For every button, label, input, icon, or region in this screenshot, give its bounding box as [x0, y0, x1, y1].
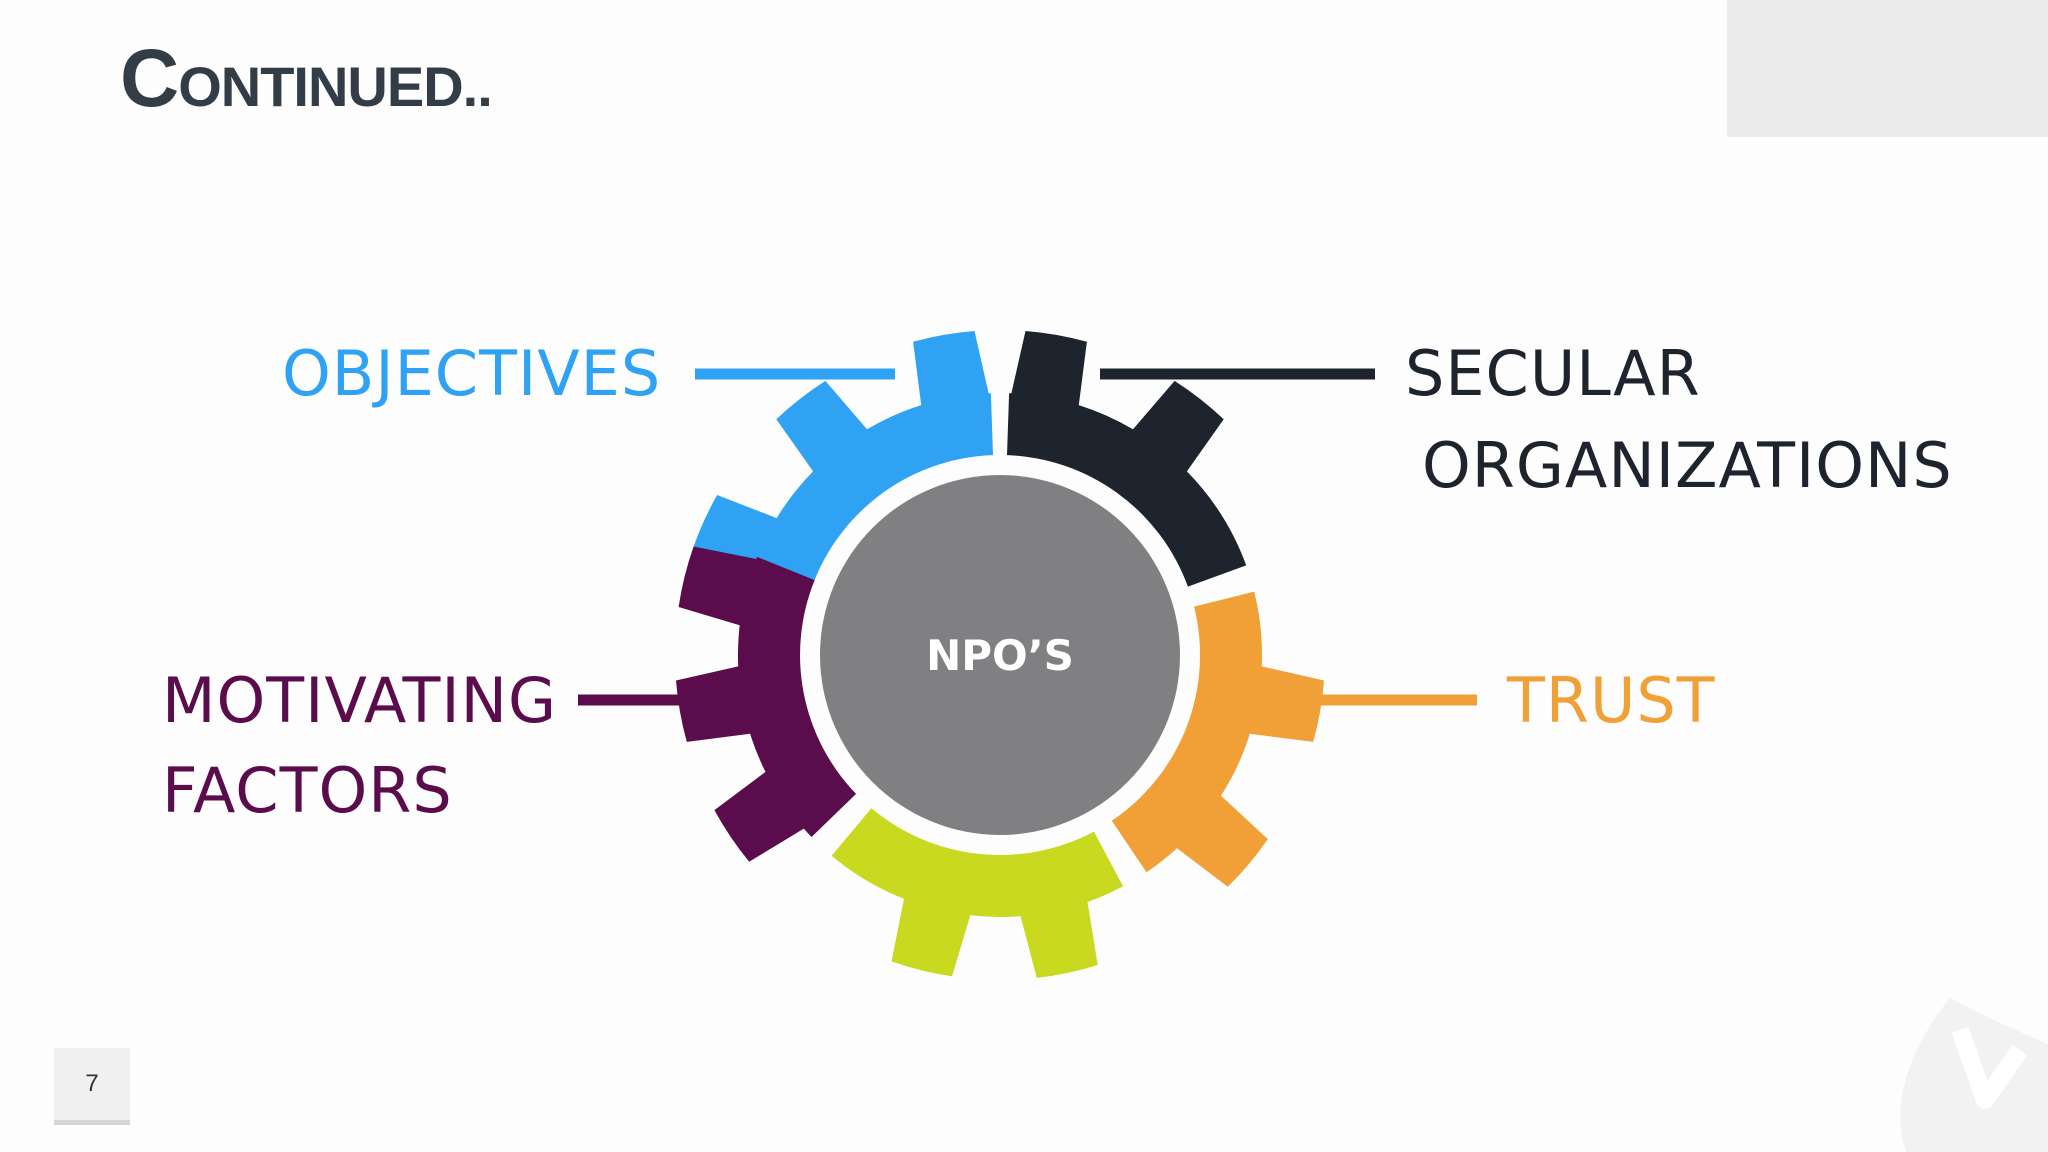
label-factors: FACTORS	[162, 754, 453, 827]
corner-decoration	[1727, 0, 2048, 137]
page-number-box: 7	[54, 1048, 130, 1125]
center-circle	[820, 475, 1180, 835]
label-organizations: ORGANIZATIONS	[1422, 429, 1953, 502]
slide-title-rest: ONTINUED..	[178, 55, 493, 118]
slide-title: CONTINUED..	[120, 38, 493, 120]
slide-title-initial: C	[120, 33, 179, 124]
label-secular: SECULAR	[1405, 337, 1701, 410]
gear-segment-objectives	[691, 331, 993, 600]
center-label: NPO’S	[926, 631, 1074, 680]
logo-watermark-icon	[1900, 998, 2048, 1152]
label-trust: TRUST	[1506, 664, 1716, 737]
page-number: 7	[85, 1070, 99, 1097]
gear-segment-secular	[1007, 331, 1247, 587]
label-motivating: MOTIVATING	[162, 664, 557, 737]
gear-segment-fifth	[831, 808, 1123, 978]
label-objectives: OBJECTIVES	[282, 337, 661, 410]
gear-segment-motivating	[676, 546, 857, 862]
gear-segment-trust	[1111, 591, 1324, 887]
